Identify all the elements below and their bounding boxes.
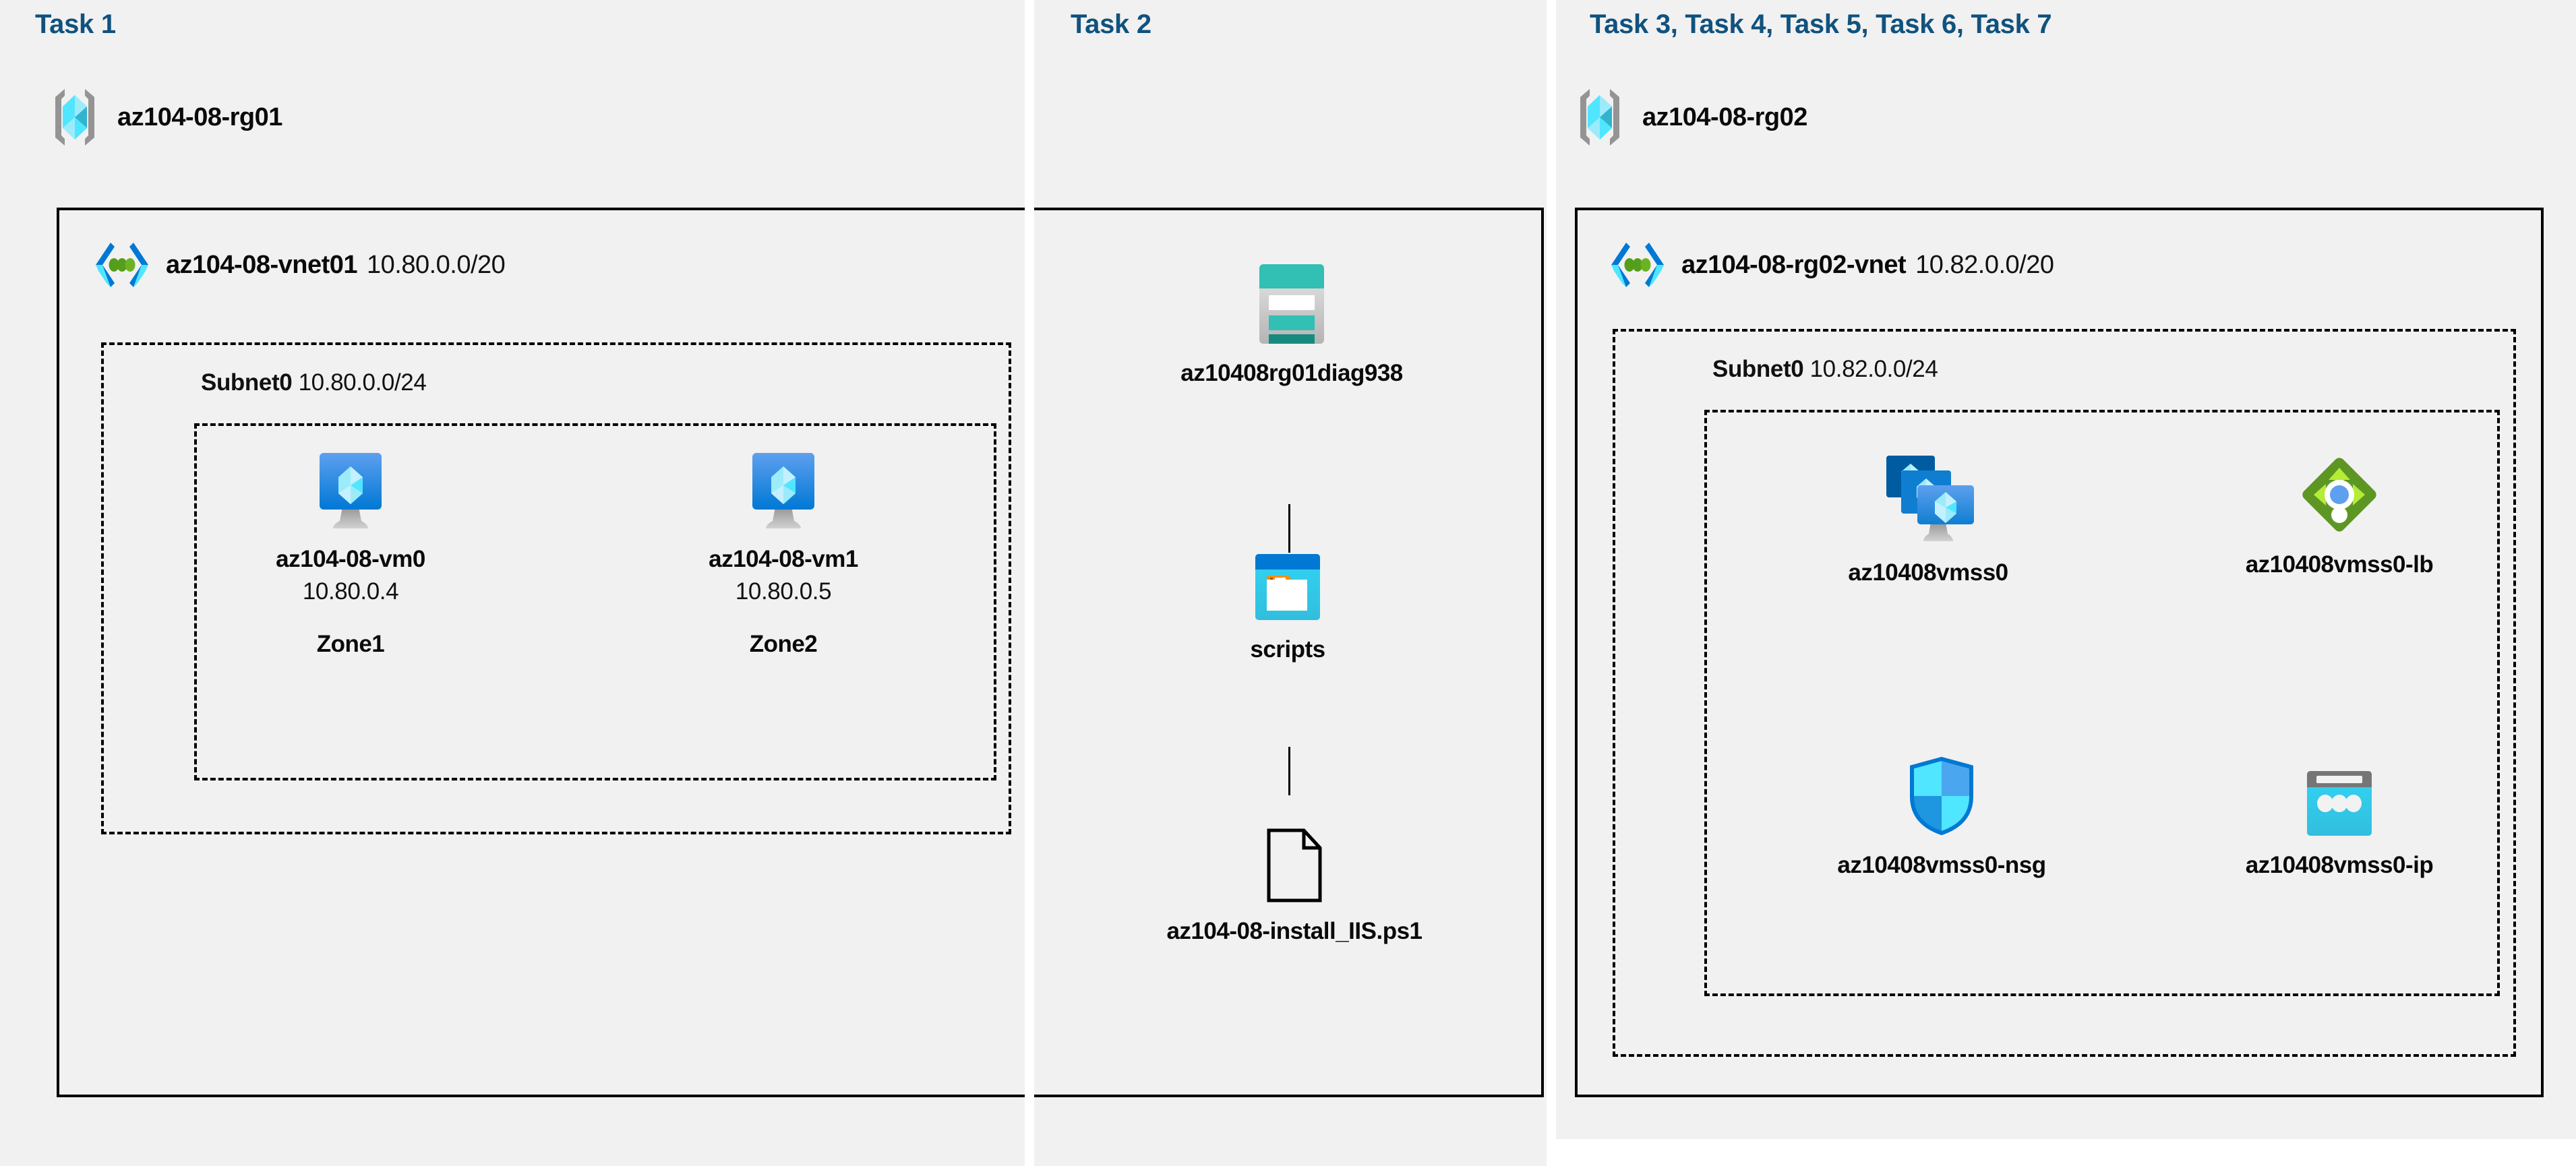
container-name: scripts <box>1250 636 1325 663</box>
vnet-name: az104-08-rg02-vnet <box>1681 250 1907 279</box>
vm-zone: Zone1 <box>316 631 385 657</box>
public-ip-name: az10408vmss0-ip <box>2245 852 2434 878</box>
public-ip-node[interactable]: az10408vmss0-ip <box>2205 770 2474 879</box>
blob-container-icon <box>1253 553 1322 621</box>
availability-zones-boundary <box>194 423 996 780</box>
task1-label: Task 1 <box>35 9 116 39</box>
vmss-resources-boundary <box>1704 410 2500 996</box>
vmss-node[interactable]: az10408vmss0 <box>1793 453 2063 586</box>
vnet-name: az104-08-vnet01 <box>166 250 358 279</box>
resource-group-rg02[interactable]: az104-08-rg02 <box>1575 86 1807 148</box>
virtual-network-icon <box>93 240 151 290</box>
task3-7-panel <box>1556 0 2576 1139</box>
subnet-name: Subnet0 <box>201 369 293 396</box>
vm-ip: 10.80.0.5 <box>735 578 832 605</box>
resource-group-icon <box>50 86 100 148</box>
column-gutter-left <box>1025 0 1034 1166</box>
task1-panel <box>0 0 1025 1166</box>
subnet-label-task1: Subnet0 10.80.0.0/24 <box>201 369 427 396</box>
load-balancer-node[interactable]: az10408vmss0-lb <box>2205 453 2474 578</box>
vm-name: az104-08-vm1 <box>709 546 858 572</box>
vnet02-boundary <box>1575 208 2544 1097</box>
subnet0-boundary-task1 <box>101 342 1011 834</box>
vm-zone: Zone2 <box>749 631 818 657</box>
subnet-cidr: 10.82.0.0/24 <box>1809 356 1938 382</box>
connector-storage-to-container <box>1288 504 1290 553</box>
vnet02-header[interactable]: az104-08-rg02-vnet 10.82.0.0/20 <box>1609 240 2054 290</box>
script-file-node[interactable]: az104-08-install_IIS.ps1 <box>1160 828 1429 945</box>
connector-container-to-file <box>1288 747 1290 795</box>
resource-group-rg01[interactable]: az104-08-rg01 <box>50 86 282 148</box>
subnet-cidr: 10.80.0.0/24 <box>298 369 427 396</box>
virtual-network-icon <box>1609 240 1667 290</box>
virtual-machine-icon <box>743 452 824 531</box>
load-balancer-icon <box>2298 453 2381 536</box>
nsg-node[interactable]: az10408vmss0-nsg <box>1807 755 2076 879</box>
file-icon <box>1265 828 1324 903</box>
vnet-cidr: 10.80.0.0/20 <box>367 250 506 279</box>
storage-account-name: az10408rg01diag938 <box>1180 360 1403 386</box>
virtual-machine-icon <box>310 452 391 531</box>
task3-7-label: Task 3, Task 4, Task 5, Task 6, Task 7 <box>1590 9 2052 39</box>
task2-label: Task 2 <box>1071 9 1151 39</box>
blob-container-node[interactable]: scripts <box>1207 553 1369 663</box>
vm-name: az104-08-vm0 <box>276 546 425 572</box>
vnet01-boundary <box>57 208 1544 1097</box>
vm-scale-set-icon <box>1878 453 1978 545</box>
resource-group-name: az104-08-rg02 <box>1642 102 1807 131</box>
vnet-cidr: 10.82.0.0/20 <box>1915 250 2054 279</box>
public-ip-address-icon <box>2304 770 2374 837</box>
storage-account-icon <box>1257 263 1326 345</box>
vm-node-vm0[interactable]: az104-08-vm0 10.80.0.4 Zone1 <box>256 452 445 658</box>
storage-account-node[interactable]: az10408rg01diag938 <box>1164 263 1420 387</box>
vmss-name: az10408vmss0 <box>1848 559 2008 586</box>
subnet-label-task37: Subnet0 10.82.0.0/24 <box>1712 356 1938 383</box>
network-security-group-icon <box>1907 755 1977 837</box>
file-name: az104-08-install_IIS.ps1 <box>1166 918 1422 944</box>
load-balancer-name: az10408vmss0-lb <box>2245 551 2434 578</box>
vm-ip: 10.80.0.4 <box>302 578 399 605</box>
column-gutter-right <box>1547 0 1556 1166</box>
resource-group-name: az104-08-rg01 <box>117 102 282 131</box>
nsg-name: az10408vmss0-nsg <box>1837 852 2046 878</box>
subnet0-boundary-task37 <box>1613 329 2516 1057</box>
subnet-name: Subnet0 <box>1712 356 1804 382</box>
vm-node-vm1[interactable]: az104-08-vm1 10.80.0.5 Zone2 <box>689 452 878 658</box>
vnet01-header[interactable]: az104-08-vnet01 10.80.0.0/20 <box>93 240 506 290</box>
resource-group-icon <box>1575 86 1625 148</box>
